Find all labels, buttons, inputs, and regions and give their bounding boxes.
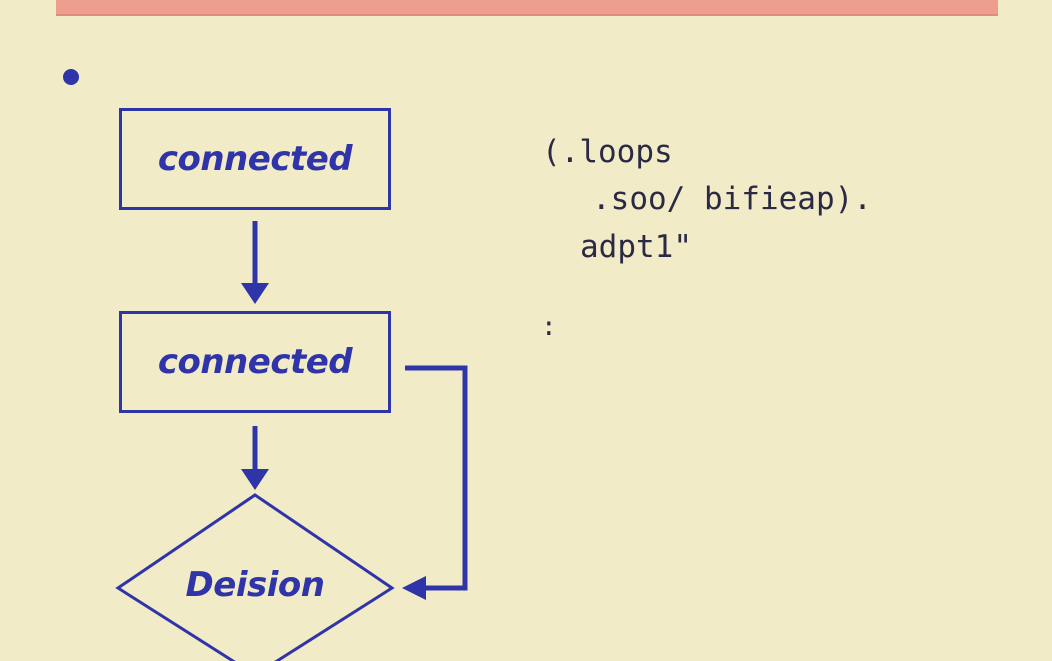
- code-line-2: .soo/ bifieap).: [592, 181, 872, 217]
- top-bar: [56, 0, 998, 16]
- code-line-1: (.loops: [542, 134, 673, 170]
- loop-connector: [405, 365, 468, 591]
- arrowhead-loop: [402, 576, 426, 600]
- arrowhead-1: [241, 283, 269, 304]
- process-box-label: connected: [157, 342, 353, 382]
- decision-diamond: [115, 493, 395, 661]
- code-line-3: adpt1": [580, 229, 692, 265]
- process-box-label: connected: [157, 139, 353, 179]
- process-box-connected-1: connected: [119, 108, 391, 210]
- process-box-connected-2: connected: [119, 311, 391, 413]
- decision-label: Deision: [185, 565, 325, 605]
- code-line-4: :: [541, 312, 557, 342]
- arrowhead-2: [241, 469, 269, 490]
- bullet-icon: [63, 69, 79, 85]
